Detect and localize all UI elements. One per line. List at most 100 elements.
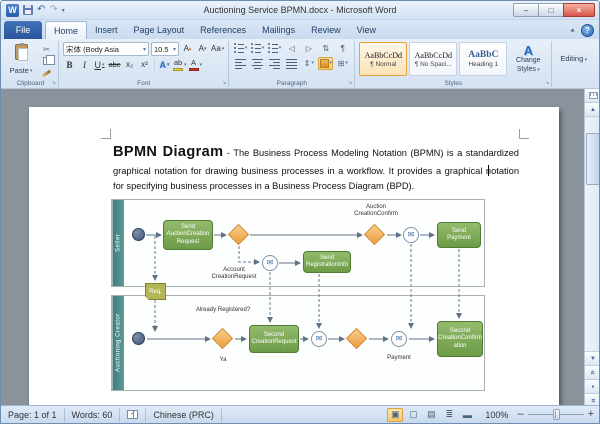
zoom-slider-thumb[interactable] xyxy=(552,409,560,420)
message-event-icon xyxy=(391,331,407,347)
web-layout-view-button[interactable]: ▤ xyxy=(427,409,436,419)
save-icon[interactable] xyxy=(23,5,33,15)
minimize-ribbon-icon[interactable]: ▲ xyxy=(569,27,576,34)
group-label-styles: Styles xyxy=(444,80,463,87)
paste-button[interactable]: Paste xyxy=(7,42,35,76)
cut-icon[interactable]: ✂ xyxy=(43,44,50,54)
paragraph-text[interactable]: BPMN Diagram - The Business Process Mode… xyxy=(113,141,519,194)
styles-dialog-launcher-icon[interactable]: ↘ xyxy=(545,80,550,86)
ruler-toggle-button[interactable] xyxy=(585,89,599,103)
show-paragraph-marks-button[interactable]: ¶ xyxy=(340,43,345,53)
draft-view-button[interactable]: ▬ xyxy=(462,409,472,420)
scrollbar-bottom-controls: ▼ « ● « xyxy=(585,351,599,407)
align-right-button[interactable] xyxy=(267,57,282,70)
help-icon[interactable]: ? xyxy=(581,24,594,37)
tab-page-layout[interactable]: Page Layout xyxy=(133,25,185,35)
underline-button[interactable]: U xyxy=(93,58,106,72)
format-painter-icon[interactable] xyxy=(39,68,54,78)
italic-button[interactable]: I xyxy=(83,59,86,70)
align-center-button[interactable] xyxy=(250,57,265,70)
status-bar: Page: 1 of 1 Words: 60 Chinese (PRC) ▣ ▢… xyxy=(1,405,599,423)
superscript-button[interactable]: x² xyxy=(141,60,148,69)
strikethrough-button[interactable]: abc xyxy=(108,60,121,70)
zoom-in-button[interactable]: + xyxy=(587,408,594,420)
font-dialog-launcher-icon[interactable]: ↘ xyxy=(222,80,227,86)
shading-button[interactable] xyxy=(318,57,334,70)
zoom-slider[interactable] xyxy=(527,409,584,420)
group-font: 宋体 (Body Asia 10.5 A A Aa B I U abc x₂ x… xyxy=(59,41,230,87)
bpmn-diagram[interactable]: Seller Auctioning Creator xyxy=(107,199,499,395)
font-name-select[interactable]: 宋体 (Body Asia xyxy=(63,42,149,56)
word-count[interactable]: Words: 60 xyxy=(65,407,121,422)
word-logo-icon[interactable]: W xyxy=(6,3,19,17)
bold-button[interactable]: B xyxy=(66,59,73,70)
select-browse-object-button[interactable]: ● xyxy=(585,379,599,393)
tab-file[interactable]: File xyxy=(4,21,42,39)
grow-font-button[interactable]: A xyxy=(181,42,194,56)
outline-view-button[interactable]: ≣ xyxy=(445,409,454,419)
redo-icon[interactable]: ↷ xyxy=(49,4,58,15)
label-ya: Ya xyxy=(219,357,227,363)
fullscreen-reading-view-button[interactable]: ▢ xyxy=(409,409,418,419)
previous-page-button[interactable]: « xyxy=(585,365,599,379)
numbering-button[interactable] xyxy=(250,42,265,55)
proofing-status[interactable] xyxy=(120,407,147,422)
scrollbar-thumb[interactable] xyxy=(586,133,599,185)
margin-crop-mark xyxy=(101,129,111,139)
decrease-indent-button[interactable]: ◁ xyxy=(288,43,295,53)
line-spacing-button[interactable]: ⇕ xyxy=(301,57,316,70)
vertical-scrollbar[interactable]: ▲ ▼ « ● « xyxy=(584,89,599,407)
style-heading1[interactable]: AaBbC Heading 1 xyxy=(459,42,508,76)
paragraph-dialog-launcher-icon[interactable]: ↘ xyxy=(348,80,353,86)
font-color-button[interactable]: A xyxy=(188,58,203,72)
message-event-icon xyxy=(311,331,327,347)
borders-button[interactable]: ⊞ xyxy=(335,57,350,70)
paste-clipboard-icon xyxy=(14,43,28,61)
shrink-font-button[interactable]: A xyxy=(196,42,209,56)
next-page-button[interactable]: « xyxy=(585,393,599,407)
align-left-button[interactable] xyxy=(233,57,248,70)
highlight-color-button[interactable]: ab xyxy=(173,58,187,72)
tab-home[interactable]: Home xyxy=(45,21,88,39)
group-label-font: Font xyxy=(137,80,151,87)
scroll-down-button[interactable]: ▼ xyxy=(585,351,599,365)
margin-crop-mark xyxy=(519,129,529,139)
qat-customize-icon[interactable]: ▾ xyxy=(61,7,65,14)
tab-view[interactable]: View xyxy=(356,25,376,35)
minimize-button[interactable]: – xyxy=(513,3,538,17)
subscript-button[interactable]: x₂ xyxy=(125,60,134,69)
tab-insert[interactable]: Insert xyxy=(95,25,118,35)
increase-indent-button[interactable]: ▷ xyxy=(305,43,312,53)
font-size-select[interactable]: 10.5 xyxy=(151,42,179,56)
text-effects-button[interactable]: A xyxy=(158,58,171,72)
window-title: Auctioning Service BPMN.docx - Microsoft… xyxy=(203,5,397,15)
page[interactable]: BPMN Diagram - The Business Process Mode… xyxy=(29,107,559,407)
scroll-up-button[interactable]: ▲ xyxy=(585,103,599,117)
bullets-button[interactable] xyxy=(233,42,248,55)
justify-button[interactable] xyxy=(284,57,299,70)
tab-mailings[interactable]: Mailings xyxy=(262,25,296,35)
zoom-out-button[interactable]: – xyxy=(517,408,524,420)
editing-button[interactable]: Editing xyxy=(560,54,587,63)
tab-references[interactable]: References xyxy=(200,25,247,35)
document-area[interactable]: BPMN Diagram - The Business Process Mode… xyxy=(1,89,599,407)
change-styles-button[interactable]: A Change Styles xyxy=(509,44,547,74)
task-second-creation-request: Second CreationRequest xyxy=(249,325,299,353)
maximize-button[interactable]: □ xyxy=(538,3,563,17)
language-indicator[interactable]: Chinese (PRC) xyxy=(146,407,222,422)
label-already-registered: Already Registered? xyxy=(195,307,251,313)
print-layout-view-button[interactable]: ▣ xyxy=(387,407,404,422)
multilevel-list-button[interactable] xyxy=(267,42,282,55)
zoom-level[interactable]: 100% xyxy=(485,409,509,420)
copy-icon[interactable] xyxy=(39,55,55,66)
ruler-icon xyxy=(588,92,598,99)
style-normal[interactable]: AaBbCcDd ¶ Normal xyxy=(359,42,408,76)
style-no-spacing[interactable]: AaBbCcDd ¶ No Spaci... xyxy=(409,42,458,76)
tab-review[interactable]: Review xyxy=(311,25,341,35)
change-case-button[interactable]: Aa xyxy=(211,42,224,56)
close-button[interactable]: × xyxy=(563,3,595,17)
clipboard-dialog-launcher-icon[interactable]: ↘ xyxy=(51,80,56,86)
sort-button[interactable]: ⇅ xyxy=(322,43,330,53)
undo-icon[interactable]: ↶ xyxy=(37,4,46,15)
page-indicator[interactable]: Page: 1 of 1 xyxy=(1,407,65,422)
